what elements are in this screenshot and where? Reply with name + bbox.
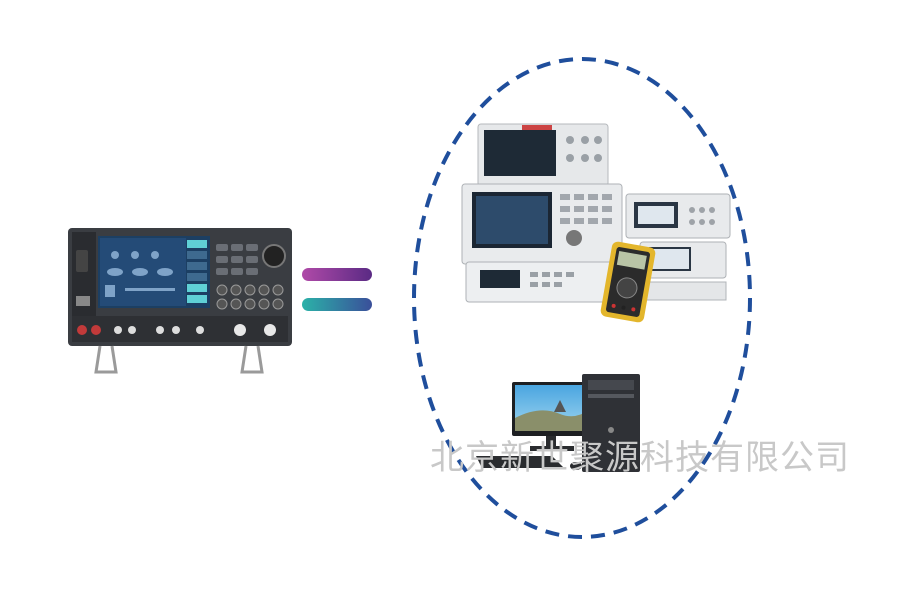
desktop-computer-icon	[476, 374, 640, 472]
company-watermark: 北京新世聚源科技有限公司	[430, 438, 850, 478]
integrated-instrument-icon	[68, 228, 292, 374]
equals-icon	[302, 268, 372, 311]
dashed-ellipse	[412, 57, 752, 539]
instruments-stack-icon	[461, 123, 731, 323]
